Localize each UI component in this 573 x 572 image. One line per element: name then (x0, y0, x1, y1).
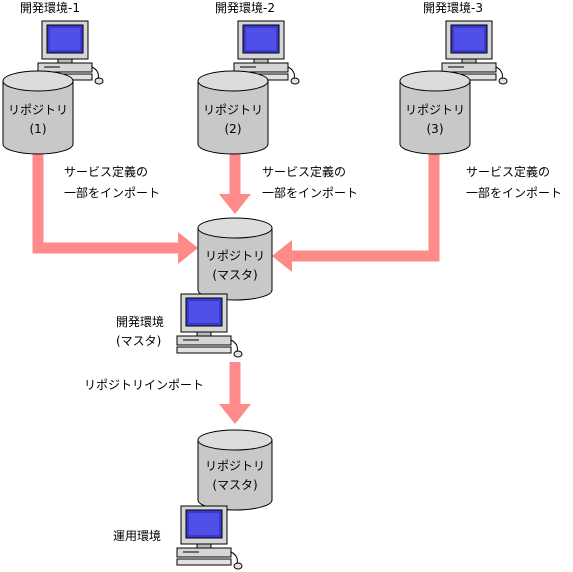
master-dev-env-line2: (マスタ) (116, 334, 161, 348)
arrow-import-2 (219, 152, 251, 214)
arrow-import-1 (32, 150, 198, 264)
import-label-1-line2: 一部をインポート (64, 185, 160, 200)
master-dev-env: 開発環境 (マスタ) (116, 293, 243, 358)
import-label-3-line1: サービス定義の (466, 164, 550, 179)
repository-3-name: リポジトリ (405, 103, 465, 117)
production-env: 運用環境 (113, 505, 243, 570)
import-label-2-line1: サービス定義の (262, 164, 346, 179)
import-label-3-line2: 一部をインポート (466, 185, 562, 200)
repository-import-label: リポジトリインポート (84, 378, 204, 392)
dev-env-2-title: 開発環境-2 (215, 0, 275, 15)
repository-2-cylinder: リポジトリ (2) (197, 70, 269, 155)
production-repository-sub: (マスタ) (212, 478, 257, 492)
repository-2-name: リポジトリ (203, 103, 263, 117)
master-repository-name: リポジトリ (205, 249, 265, 263)
dev-env-1-title: 開発環境-1 (20, 0, 80, 15)
import-label-3: サービス定義の 一部をインポート (466, 164, 562, 200)
import-label-2: サービス定義の 一部をインポート (262, 164, 358, 200)
master-repository-cylinder: リポジトリ (マスタ) (197, 217, 273, 301)
repository-3-number: (3) (427, 122, 444, 136)
production-repository-name: リポジトリ (205, 459, 265, 473)
dev-env-3-title: 開発環境-3 (423, 0, 483, 15)
dev-env-1: 開発環境-1 リポジトリ (1) (2, 0, 104, 155)
master-dev-env-line1: 開発環境 (116, 314, 164, 329)
import-label-2-line2: 一部をインポート (262, 185, 358, 200)
master-repository-sub: (マスタ) (212, 268, 257, 282)
arrow-import-3 (272, 150, 440, 272)
arrow-repository-import (219, 362, 251, 424)
production-env-title: 運用環境 (113, 528, 161, 543)
repository-2-number: (2) (225, 122, 242, 136)
computer-icon (176, 293, 243, 358)
computer-icon (176, 505, 243, 570)
repository-3-cylinder: リポジトリ (3) (399, 70, 471, 155)
repository-1-cylinder: リポジトリ (1) (2, 70, 74, 155)
repository-1-number: (1) (30, 122, 47, 136)
production-repository-cylinder: リポジトリ (マスタ) (197, 429, 273, 511)
dev-env-2: 開発環境-2 リポジトリ (2) (197, 0, 300, 155)
repository-1-name: リポジトリ (8, 103, 68, 117)
import-label-1: サービス定義の 一部をインポート (64, 164, 160, 200)
import-label-1-line1: サービス定義の (64, 164, 148, 179)
dev-env-3: 開発環境-3 リポジトリ (3) (399, 0, 508, 155)
